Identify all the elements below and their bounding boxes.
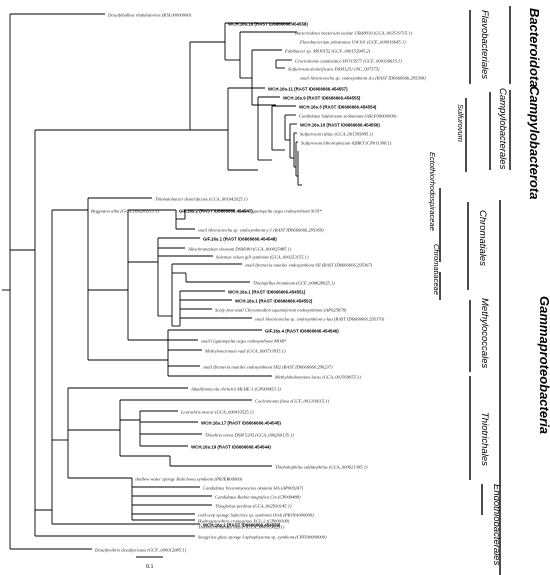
tree-leaf-label: Sulfurovum lithotrophicum 42BKT (CP01130… <box>301 141 392 146</box>
tree-leaf-label: Bacteroidetes bacterium isolate UBA8019 … <box>295 31 413 36</box>
tree-leaf-label: snail Ifremeria nautilei endosymbiont SI… <box>203 365 333 370</box>
tree-leaf-label: Hydrogenovibrio crunogenus XCL-2 (CP0001… <box>197 519 290 524</box>
clade-labels: Bacteroidota Flavobacteriales Campylobac… <box>428 8 550 566</box>
tree-leaf-label: WCH.16s.3 (RAST ID6666666.454554) <box>299 105 377 110</box>
tree-leaf-label: WCH.16s.1 (RAST ID6666666.454552) <box>235 299 313 304</box>
tree-leaf-label: Leucothrix mucor (GCA_000419525.1) <box>180 410 254 415</box>
tree-leaf-label: snail Gigantopelta aegis endosymbiont SO… <box>238 209 322 214</box>
tree-leaf-label: GIF.16s.4 (RAST ID6666666.454546) <box>265 329 339 334</box>
scale-bar: 0.1 <box>136 556 163 570</box>
tree-leaf-label: Sulfurovum riftiae (GCA_001595845.1) <box>300 132 374 137</box>
tree-leaf-label: Flavobacterium johnsoniae UW101 (GCF_000… <box>299 40 406 45</box>
tree-leaf-label: WCH.16s.18 (RAST ID6666666.454558) <box>228 22 308 27</box>
tree-leaf-label: shallow water sponge Halichona symbiont … <box>135 477 243 482</box>
tree-leaf-label: Cocleimonas flava (GCF_001316615.1) <box>255 399 330 404</box>
tree-leaf-label: Candidatus Sulfurovum sediminum (ASLF000… <box>299 114 397 119</box>
tree-leaf-label: Thiohalophilus sulfidophilus (GCA_000621… <box>275 465 368 470</box>
tree-leaf-label: snail Ifremeria nautilei endosymbiont SI… <box>245 263 373 268</box>
tree-leaf-label: GIF.16s.2 (RAST ID6666666.454547) <box>179 209 253 214</box>
label-endothiobacterales: Endothiobacterales <box>491 484 502 566</box>
tree-leaf-label: Thiolapillus brandeum (GCF_000828025.1) <box>253 281 335 286</box>
tree-leaf-label: Crocinitomix catalasitica IFO15977 (GCF_… <box>295 59 402 64</box>
tree-leaf-label: WCH.16s.19 (RAST ID6666666.454544) <box>191 445 271 450</box>
tree-leaf-label: snail Gigantopelta aegis endosymbiont MO… <box>201 339 287 344</box>
tree-leaf-label: Alkalilimnicola ehrlichii MLHE-1 (CP0004… <box>190 387 281 392</box>
tree-leaf-label: Beggiatoa alba (GCA_000245915.1) <box>91 209 159 214</box>
label-gammaproteobacteria: Gammaproteobacteria <box>537 296 550 434</box>
label-thiotrichales: Thiotrichales <box>479 412 490 466</box>
leaf-labels: Desulfobulbus rhabdoformis (KSL00000000)… <box>91 13 426 553</box>
tree-leaf-label: Solemya velum gill symbiont (GCA_0002531… <box>216 255 309 260</box>
tree-leaf-label: WCH.16s.10 (RAST ID6666666.454556) <box>300 123 380 128</box>
tree-leaf-label: Desulfovibrio desulfuricans (GCF_0000120… <box>94 548 186 553</box>
tree-leaf-label: Sulfurovum denitrificans DSM1251 (NC_007… <box>288 67 380 72</box>
label-methylococcales: Methylococcales <box>479 298 490 368</box>
tree-leaf-label: Allochromatium vinosum DSM180 (GCA_00002… <box>187 247 292 252</box>
label-bacteroidota: Bacteroidota <box>527 8 542 87</box>
tree-leaf-label: cold seep sponge Suberites sp. symbiont … <box>198 513 314 518</box>
label-ectothiorhodospiraceae: Ectothiorhodospiraceae <box>428 152 437 231</box>
tree-leaf-label: snail Alviniconcha sp. endosymbiont γ-la… <box>255 317 385 322</box>
tree-leaf-label: GIF.16s.1 (RAST ID6666666.454548) <box>203 237 277 242</box>
label-campylobacterota: Campylobacterota <box>527 86 542 199</box>
scale-label: 0.1 <box>146 564 154 570</box>
label-campylobacterales: Campylobacterales <box>497 88 508 170</box>
tree-leaf-label: WCH.16s.17 (RAST ID6666666.454545) <box>201 421 281 426</box>
label-sulfurovum: Sulfurovum <box>456 104 465 142</box>
tree-leaf-label: WCH.16s.9 (RAST ID6666666.454555) <box>283 96 361 101</box>
label-chromatiales: Chromatiales <box>477 210 488 266</box>
tree-leaf-label: Thiohalobacter denitrificans (GCA_001042… <box>155 197 248 202</box>
tree-leaf-label: WCH.16s.1 (RAST ID6666666.454551) <box>228 290 306 295</box>
tree-leaf-label: WCH.16s.2 (RAST ID6666666.454559) <box>203 523 281 528</box>
label-flavobacteriales: Flavobacteriales <box>479 10 490 79</box>
tree-branches <box>2 13 302 550</box>
clade-brackets <box>439 6 511 575</box>
tree-leaf-label: Methylomarinum vadi (GCA_000733935.1) <box>204 349 286 354</box>
tree-leaf-label: WCH.16s.11 (RAST ID6666666.454557) <box>268 87 348 92</box>
tree-leaf-label: Thiomicrorhabdus indica (GCA_004359625.1… <box>198 525 285 530</box>
tree-leaf-label: snail Alviniconcha sp. endosymbiont γ-1 … <box>198 228 324 233</box>
tree-leaf-label: Methylohalomonas lacus (GCA_001569655.1) <box>274 375 361 380</box>
tree-leaf-label: Fabibacter sp. MSJ0152 (GCF_000152945.2) <box>284 49 371 54</box>
tree-leaf-label: snail Alviniconcha sp. endosymbiont A.s … <box>300 76 426 81</box>
tree-leaf-label: Candidatus Ruthia magnifica Cm (CP000488… <box>215 495 301 500</box>
tree-leaf-label: Candidatus Vesicomyosocius okutanii HA (… <box>203 486 304 491</box>
tree-leaf-label: Desulfobulbus rhabdoformis (KSL00000000) <box>107 13 192 18</box>
tree-leaf-label: Thiothrix nivea DSM 5205 (GCA_000260135.… <box>205 433 294 438</box>
label-chromatiaceae: Chromatiaceae <box>432 244 441 295</box>
tree-leaf-label: Thioglobus perditus (GCA_002930145.1) <box>215 504 292 509</box>
tree-leaf-label: Scaly-foot snail Chrysomallon squamiferu… <box>215 308 347 313</box>
tree-leaf-label: Saegyriea glass sponge Lophophysema sp. … <box>198 535 327 540</box>
